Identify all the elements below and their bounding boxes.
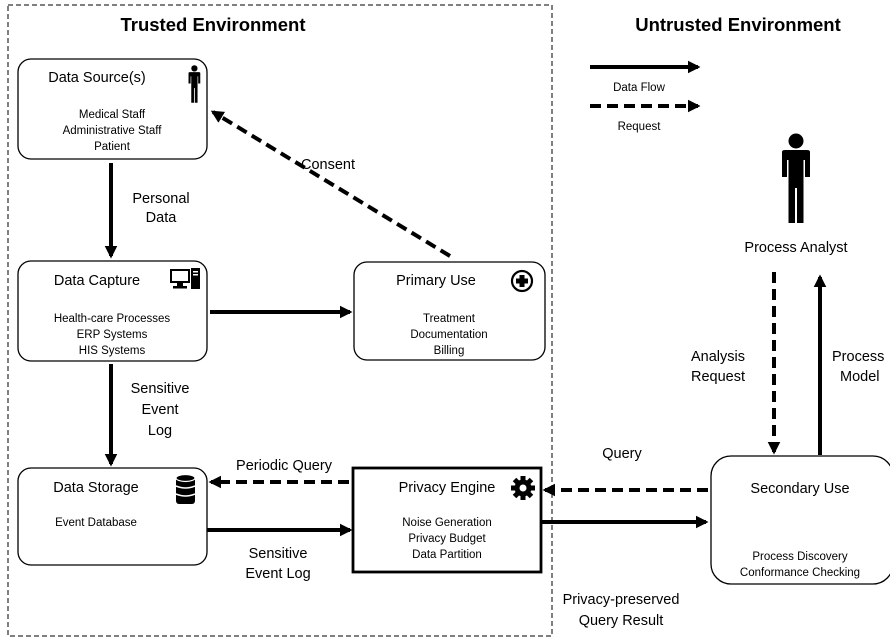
privacy-engine-node: Privacy Engine Noise Generation Privacy … [351,466,543,574]
primary-use-box [353,261,546,361]
data-source-title: Data Source(s) [48,70,146,86]
data-capture-line-1: Health-care Processes [54,313,171,325]
data-capture-line-3: HIS Systems [79,345,146,357]
data-storage-node: Data Storage Event Database [17,467,208,566]
consent-label: Consent [301,157,355,173]
primary-use-title: Primary Use [396,273,476,289]
primary-use-line-2: Documentation [410,329,487,341]
privacy-engine-line-3: Data Partition [412,549,482,561]
personal-data-label-1: Personal [132,191,189,207]
data-capture-node: Data Capture Health-care Processes ERP S… [17,260,208,362]
privacy-engine-box [351,466,543,574]
data-storage-title: Data Storage [53,480,138,496]
data-storage-box [17,467,208,566]
trusted-environment-border [7,4,553,637]
privacy-engine-line-2: Privacy Budget [408,533,486,545]
sensitive-event-log-horizontal-label-2: Event Log [245,566,310,582]
personal-data-label-2: Data [146,210,178,226]
untrusted-environment-title: Untrusted Environment [635,14,841,35]
secondary-use-box [710,455,890,585]
privacy-preserved-result-label-2: Query Result [579,613,664,629]
person-icon [782,133,810,223]
secondary-use-line-1: Process Discovery [752,551,847,563]
periodic-query-label: Periodic Query [236,458,333,474]
gear-icon [511,476,535,500]
legend: Data Flow Request [590,60,701,133]
analysis-request-label-2: Request [691,369,745,385]
process-model-label-2: Model [840,369,880,385]
data-source-line-2: Administrative Staff [63,125,163,137]
consent-arrow [210,110,452,258]
sensitive-event-log-vertical-label-1: Sensitive [131,381,190,397]
sensitive-event-log-vertical-label-2: Event [141,402,178,418]
data-source-box [17,58,208,160]
data-capture-line-2: ERP Systems [77,329,148,341]
data-source-line-3: Patient [94,141,131,153]
data-storage-line-1: Event Database [55,517,137,529]
medical-plus-icon [510,269,534,293]
data-capture-title: Data Capture [54,273,140,289]
trusted-environment-title: Trusted Environment [120,14,305,35]
process-analyst: Process Analyst [744,133,848,256]
secondary-use-title: Secondary Use [750,481,849,497]
legend-request-label: Request [618,121,662,133]
person-icon [188,65,201,103]
privacy-engine-line-1: Noise Generation [402,517,492,529]
computer-icon [170,268,200,289]
legend-data-flow-label: Data Flow [613,82,665,94]
data-source-node: Data Source(s) Medical Staff Administrat… [17,58,208,160]
data-capture-box [17,260,208,362]
secondary-use-line-2: Conformance Checking [740,567,860,579]
sensitive-event-log-vertical-label-3: Log [148,423,172,439]
privacy-engine-title: Privacy Engine [399,480,496,496]
query-label: Query [602,446,642,462]
sensitive-event-log-horizontal-label-1: Sensitive [249,546,308,562]
database-icon [175,473,196,504]
analysis-request-label-1: Analysis [691,349,745,365]
process-model-label-1: Process [832,349,884,365]
data-source-line-1: Medical Staff [79,109,146,121]
process-analyst-label: Process Analyst [744,240,847,256]
privacy-preserved-result-label-1: Privacy-preserved [563,592,680,608]
secondary-use-node: Secondary Use Process Discovery Conforma… [710,455,890,585]
primary-use-node: Primary Use Treatment Documentation Bill… [353,261,546,361]
primary-use-line-3: Billing [434,345,465,357]
primary-use-line-1: Treatment [423,313,476,325]
